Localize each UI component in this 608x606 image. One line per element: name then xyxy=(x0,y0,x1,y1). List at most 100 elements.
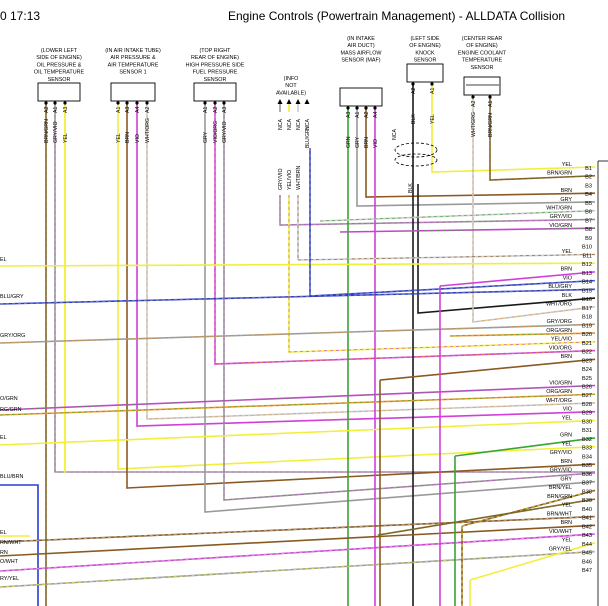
pin-wire-label: BLU/GRY xyxy=(548,284,572,290)
sensor-pin-label: A3 xyxy=(222,107,228,113)
pin-wire-label: WHT/ORG xyxy=(546,302,572,308)
sensor-pin-label: NCA xyxy=(296,119,302,130)
wire xyxy=(136,103,596,427)
pin-label: B22 xyxy=(582,350,592,356)
pin-terminal xyxy=(364,106,368,110)
sensor-pin-label: A1 xyxy=(53,107,59,113)
sensor-label-line: (TOP RIGHT xyxy=(200,48,232,54)
wire xyxy=(54,103,595,473)
wire xyxy=(489,97,596,181)
pin-label: B1 xyxy=(585,166,592,172)
wire xyxy=(214,103,596,365)
sensor-label-line: OIL TEMPERATURE xyxy=(34,70,85,76)
sensor-pin-label: A1 xyxy=(488,101,494,107)
wire xyxy=(64,103,66,473)
sensor-air-pressure-temp-1: (IN AIR INTAKE TUBE)AIR PRESSURE &AIR TE… xyxy=(105,48,161,143)
pin-terminal xyxy=(222,101,226,105)
wire xyxy=(223,103,596,501)
connector-pin-b24: B24 xyxy=(582,367,592,373)
sensor-label-line: HIGH PRESSURE SIDE xyxy=(186,62,245,68)
sensor-label-line: SENSOR xyxy=(48,77,71,83)
pin-label: B2 xyxy=(585,175,592,181)
wire xyxy=(0,550,596,588)
pin-wire-label: GRY/YEL xyxy=(549,546,572,552)
pin-label: B31 xyxy=(582,428,592,434)
pin-label: B41 xyxy=(582,516,592,522)
left-stub-label: RN/WHT xyxy=(0,540,22,546)
sensor-wire-label: VIO xyxy=(135,134,141,143)
connector-pin-b10: B10 xyxy=(582,245,592,251)
sensor-pin-label: A3 xyxy=(346,112,352,118)
pin-label: B46 xyxy=(582,559,592,565)
sensor-wire-label: BLU/GRY xyxy=(305,125,311,148)
pin-terminal xyxy=(488,95,492,99)
sensor-wire-label: GRY xyxy=(203,131,209,143)
pin-wire-label: BRN xyxy=(561,354,572,360)
sensor-label-line: TEMPERATURE xyxy=(462,58,503,64)
pin-wire-label: YEL xyxy=(562,441,572,447)
wire xyxy=(439,271,596,287)
sensor-wire-label: WHT/ORG xyxy=(145,118,151,143)
wire xyxy=(0,515,596,543)
pin-wire-label: GRY xyxy=(560,197,572,203)
pin-label: B14 xyxy=(582,280,592,286)
wire xyxy=(0,288,596,305)
pin-wire-label: VIO xyxy=(563,275,572,281)
connector-pin-b14: B14 VIO xyxy=(563,275,592,285)
pin-label: B7 xyxy=(585,218,592,224)
pin-label: B30 xyxy=(582,419,592,425)
sensor-pin-label: A3 xyxy=(63,107,69,113)
wire-stripe xyxy=(146,103,596,420)
pin-label: B13 xyxy=(582,271,592,277)
sensor-wire-label: GRY/VIO xyxy=(278,168,284,190)
sensor-wire-label: YEL/VIO xyxy=(287,170,293,190)
wire xyxy=(454,437,596,457)
pin-wire-label: GRY xyxy=(560,476,572,482)
pin-label: B24 xyxy=(582,367,592,373)
pin-label: B38 xyxy=(582,489,592,495)
sensor-label-line: (LEFT SIDE xyxy=(411,36,440,42)
pin-wire-label: YEL xyxy=(562,249,572,255)
pin-wire-label: BRN xyxy=(561,267,572,273)
pin-label: B37 xyxy=(582,481,592,487)
connector-pin-b37: B37 GRY xyxy=(560,476,592,486)
pin-wire-label: YEL/VIO xyxy=(551,337,572,343)
pin-label: B18 xyxy=(582,315,592,321)
pin-label: B10 xyxy=(582,245,592,251)
pin-label: B12 xyxy=(582,262,592,268)
connector-pin-b12: B12 xyxy=(582,262,592,268)
wire xyxy=(379,358,596,381)
pin-wire-label: ORG/GRN xyxy=(546,389,572,395)
pin-label: B36 xyxy=(582,472,592,478)
sensor-wire-label: BRN/GRN xyxy=(44,119,50,143)
sensor-connector-body xyxy=(463,76,501,96)
wire xyxy=(0,393,596,416)
pin-terminal xyxy=(346,106,350,110)
wire xyxy=(126,103,596,489)
pin-label: B9 xyxy=(585,236,592,242)
wire xyxy=(431,84,596,173)
pin-wire-label: BRN xyxy=(561,520,572,526)
wire-stripe xyxy=(309,148,596,297)
pin-wire-label: BRN/GRN xyxy=(547,494,572,500)
sensor-pin-label: A1 xyxy=(203,107,209,113)
sensor-pin-label: NCA xyxy=(305,119,311,130)
wire-stripe xyxy=(461,490,596,527)
pin-terminal xyxy=(355,106,359,110)
wire xyxy=(117,103,596,470)
pin-wire-label: VIO/WHT xyxy=(549,529,573,535)
sensor-pin-label: A3 xyxy=(125,107,131,113)
shield-icon xyxy=(394,153,438,167)
pin-label: B23 xyxy=(582,358,592,364)
